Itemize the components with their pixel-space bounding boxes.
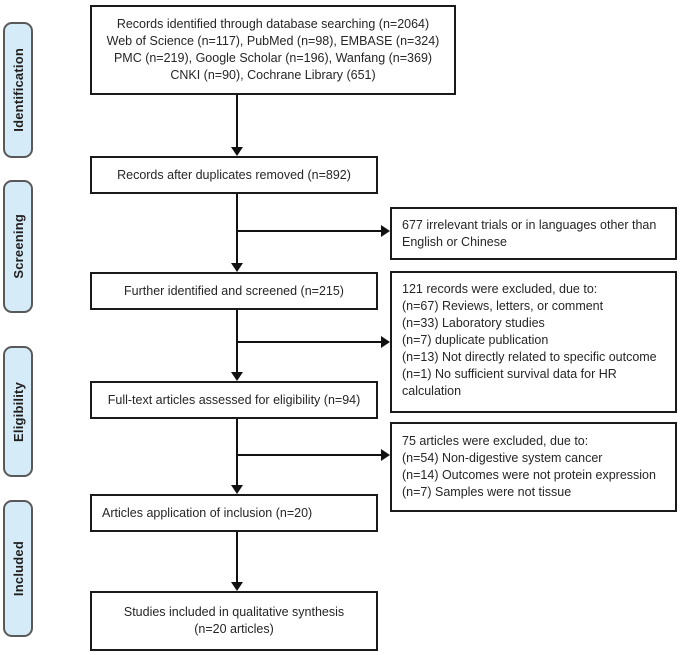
arrowhead-right-2-icon: [381, 336, 390, 348]
box-excluded-irrelevant: 677 irrelevant trials or in languages ot…: [390, 207, 677, 260]
records-identified-line-4: CNKI (n=90), Cochrane Library (651): [170, 68, 376, 82]
box-excluded-articles: 75 articles were excluded, due to: (n=54…: [390, 422, 677, 512]
connector-duplicates-to-screened: [236, 194, 238, 263]
stage-screening-label: Screening: [10, 214, 26, 279]
arrowhead-down-1-icon: [231, 147, 243, 156]
stage-identification: Identification: [3, 22, 33, 158]
duplicates-removed-text: Records after duplicates removed (n=892): [117, 167, 351, 182]
excluded-irrelevant-text: 677 irrelevant trials or in languages ot…: [402, 217, 657, 249]
box-inclusion: Articles application of inclusion (n=20): [90, 494, 378, 532]
qualitative-line-1: Studies included in qualitative synthesi…: [123, 605, 345, 619]
stage-eligibility-label: Eligibility: [10, 381, 26, 442]
screened-text: Further identified and screened (n=215): [124, 283, 344, 298]
arrowhead-right-1-icon: [381, 225, 390, 237]
box-records-identified: Records identified through database sear…: [90, 5, 456, 95]
stage-screening: Screening: [3, 180, 33, 313]
excluded-articles-line-1: 75 articles were excluded, due to:: [402, 434, 589, 448]
stage-included: Included: [3, 500, 33, 637]
box-excluded-records: 121 records were excluded, due to: (n=67…: [390, 271, 677, 413]
connector-identified-to-duplicates: [236, 95, 238, 148]
arrowhead-right-3-icon: [381, 449, 390, 461]
excluded-records-line-2: (n=67) Reviews, letters, or comment: [402, 299, 604, 313]
excluded-articles-line-3: (n=14) Outcomes were not protein express…: [402, 468, 656, 482]
box-qualitative: Studies included in qualitative synthesi…: [90, 591, 378, 651]
branch-to-articles-excluded: [237, 454, 381, 456]
records-identified-line-1: Records identified through database sear…: [116, 17, 430, 31]
arrowhead-down-4-icon: [231, 485, 243, 494]
excluded-records-line-6: (n=1) No sufficient survival data for HR…: [402, 367, 617, 398]
records-identified-line-3: PMC (n=219), Google Scholar (n=196), Wan…: [113, 51, 433, 65]
connector-fulltext-to-inclusion: [236, 419, 238, 485]
qualitative-line-2: (n=20 articles): [194, 622, 274, 636]
arrowhead-down-5-icon: [231, 582, 243, 591]
box-screened: Further identified and screened (n=215): [90, 272, 378, 310]
stage-identification-label: Identification: [10, 48, 26, 132]
excluded-articles-line-2: (n=54) Non-digestive system cancer: [402, 451, 603, 465]
excluded-articles-line-4: (n=7) Samples were not tissue: [402, 485, 572, 499]
excluded-records-line-3: (n=33) Laboratory studies: [402, 316, 545, 330]
branch-to-records-excluded: [237, 341, 381, 343]
excluded-records-line-1: 121 records were excluded, due to:: [402, 282, 598, 296]
inclusion-text: Articles application of inclusion (n=20): [102, 505, 313, 520]
stage-eligibility: Eligibility: [3, 346, 33, 477]
fulltext-text: Full-text articles assessed for eligibil…: [107, 392, 361, 407]
excluded-records-line-5: (n=13) Not directly related to specific …: [402, 350, 657, 364]
branch-to-irrelevant: [237, 230, 381, 232]
records-identified-line-2: Web of Science (n=117), PubMed (n=98), E…: [106, 34, 440, 48]
stage-included-label: Included: [10, 540, 26, 597]
arrowhead-down-2-icon: [231, 263, 243, 272]
box-fulltext: Full-text articles assessed for eligibil…: [90, 381, 378, 419]
box-duplicates-removed: Records after duplicates removed (n=892): [90, 156, 378, 194]
arrowhead-down-3-icon: [231, 372, 243, 381]
excluded-records-line-4: (n=7) duplicate publication: [402, 333, 549, 347]
connector-inclusion-to-qualitative: [236, 532, 238, 582]
